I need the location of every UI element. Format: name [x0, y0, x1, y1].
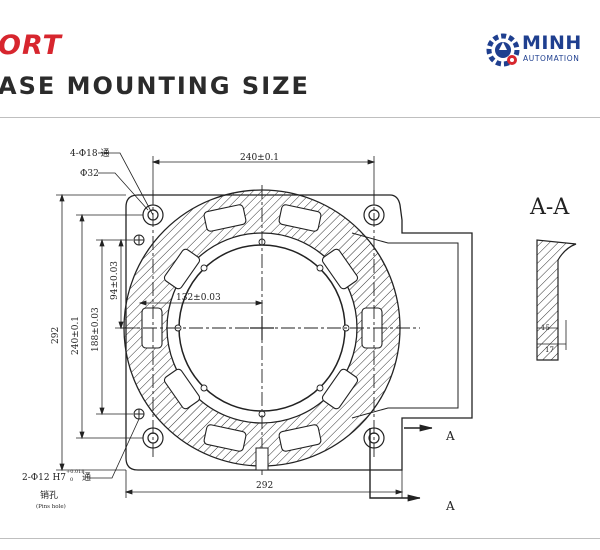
dim-height-240: 240±0.1 [71, 316, 81, 355]
dim-15: 15 [541, 324, 550, 332]
dim-pin-hole-en: (Pins hole) [36, 503, 66, 510]
header-divider [0, 117, 600, 118]
bottom-slot [255, 447, 269, 471]
dim-pin-tol-upper: +0.018 [66, 469, 85, 475]
logo-name: MINH [522, 32, 582, 54]
section-marker-bottom: A [445, 499, 455, 513]
dim-top-width: 240±0.1 [240, 153, 279, 163]
dimension-lines [56, 152, 433, 502]
header-title-brand: ORT [0, 30, 62, 61]
dim-hole-dia: Φ32 [80, 169, 99, 179]
base-mounting-drawing: 4-Φ18 通 Φ32 240±0.1 132±0.03 292 240±0.1… [22, 148, 577, 513]
section-aa-detail [536, 239, 577, 361]
dim-radius-132: 132±0.03 [176, 293, 221, 303]
dim-holes-note: 4-Φ18 通 [70, 148, 109, 159]
dim-left-292: 292 [51, 327, 61, 344]
dim-pin-note: 2-Φ12 H7 [22, 473, 66, 483]
footer-divider [0, 538, 600, 539]
logo-subtitle: AUTOMATION [523, 54, 580, 63]
dim-height-94: 94±0.03 [110, 261, 120, 300]
dim-17: 17 [545, 346, 554, 354]
center-cross [250, 316, 274, 340]
page-title: ASE MOUNTING SIZE [0, 72, 310, 100]
dim-pin-hole-cn: 销孔 [40, 489, 58, 501]
minh-automation-logo: MINH AUTOMATION [486, 30, 600, 70]
dim-pin-note-cn: 通 [82, 472, 91, 483]
section-marker-top: A [445, 429, 455, 443]
gear-logo-icon [486, 33, 520, 67]
port-inner-contour [351, 232, 459, 419]
dim-height-188: 188±0.03 [91, 307, 101, 352]
dim-pin-tol-lower: 0 [70, 477, 73, 483]
section-title: A-A [529, 195, 570, 220]
dim-bottom-292: 292 [256, 481, 273, 491]
base-plate-outline [125, 194, 473, 471]
ring-slots [141, 204, 383, 452]
